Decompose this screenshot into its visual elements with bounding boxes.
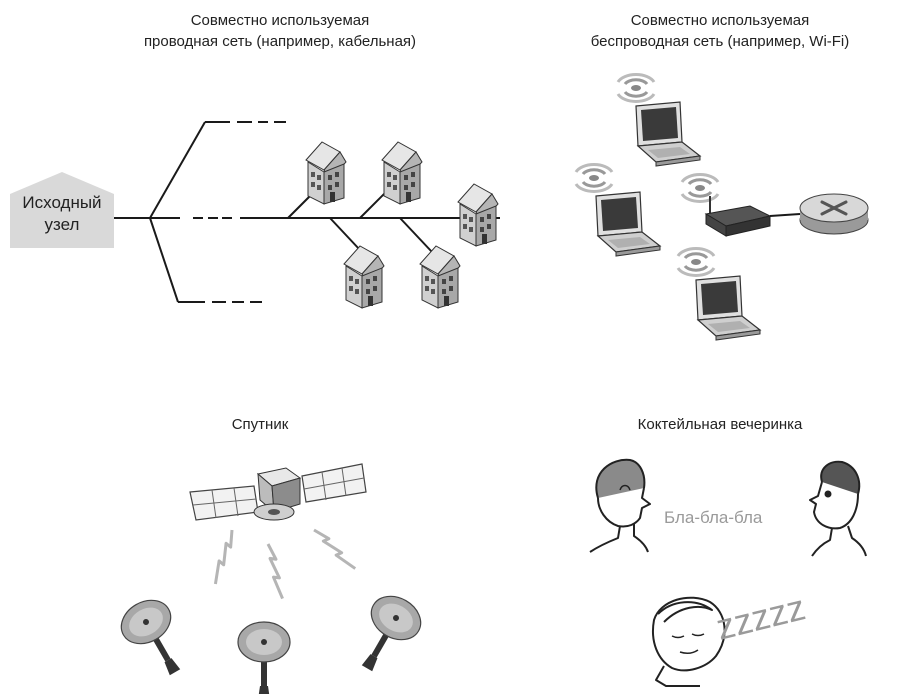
cocktail-party-title: Коктейльная вечеринка bbox=[600, 414, 840, 435]
source-label-line1: Исходный bbox=[22, 193, 102, 212]
satellite-icon bbox=[189, 463, 367, 521]
satellite-title: Спутник bbox=[180, 414, 340, 435]
source-label-line2: узел bbox=[44, 215, 80, 234]
cocktail-party-title-text: Коктейльная вечеринка bbox=[637, 416, 803, 433]
access-point-icon bbox=[704, 196, 772, 237]
person-left-icon bbox=[589, 458, 651, 553]
person-sleeping-icon bbox=[652, 596, 726, 687]
wireless-title-line1: Совместно используемая bbox=[630, 12, 810, 29]
snore-text: zzzzz bbox=[712, 586, 809, 648]
satellite-title-text: Спутник bbox=[231, 416, 289, 433]
wired-network-title: Совместно используемая проводная сеть (н… bbox=[120, 10, 440, 52]
source-node bbox=[10, 172, 114, 248]
person-right-icon bbox=[809, 460, 867, 557]
source-node-label: Исходный узел bbox=[10, 192, 114, 236]
wired-title-line1: Совместно используемая bbox=[190, 12, 370, 29]
wired-title-line2: проводная сеть (например, кабельная) bbox=[143, 33, 417, 50]
wireless-title-line2: беспроводная сеть (например, Wi-Fi) bbox=[590, 33, 850, 50]
speech-text: Бла-бла-бла bbox=[664, 508, 763, 527]
router-icon bbox=[799, 193, 869, 235]
wireless-network-title: Совместно используемая беспроводная сеть… bbox=[560, 10, 880, 52]
ap-router-link bbox=[769, 213, 801, 217]
